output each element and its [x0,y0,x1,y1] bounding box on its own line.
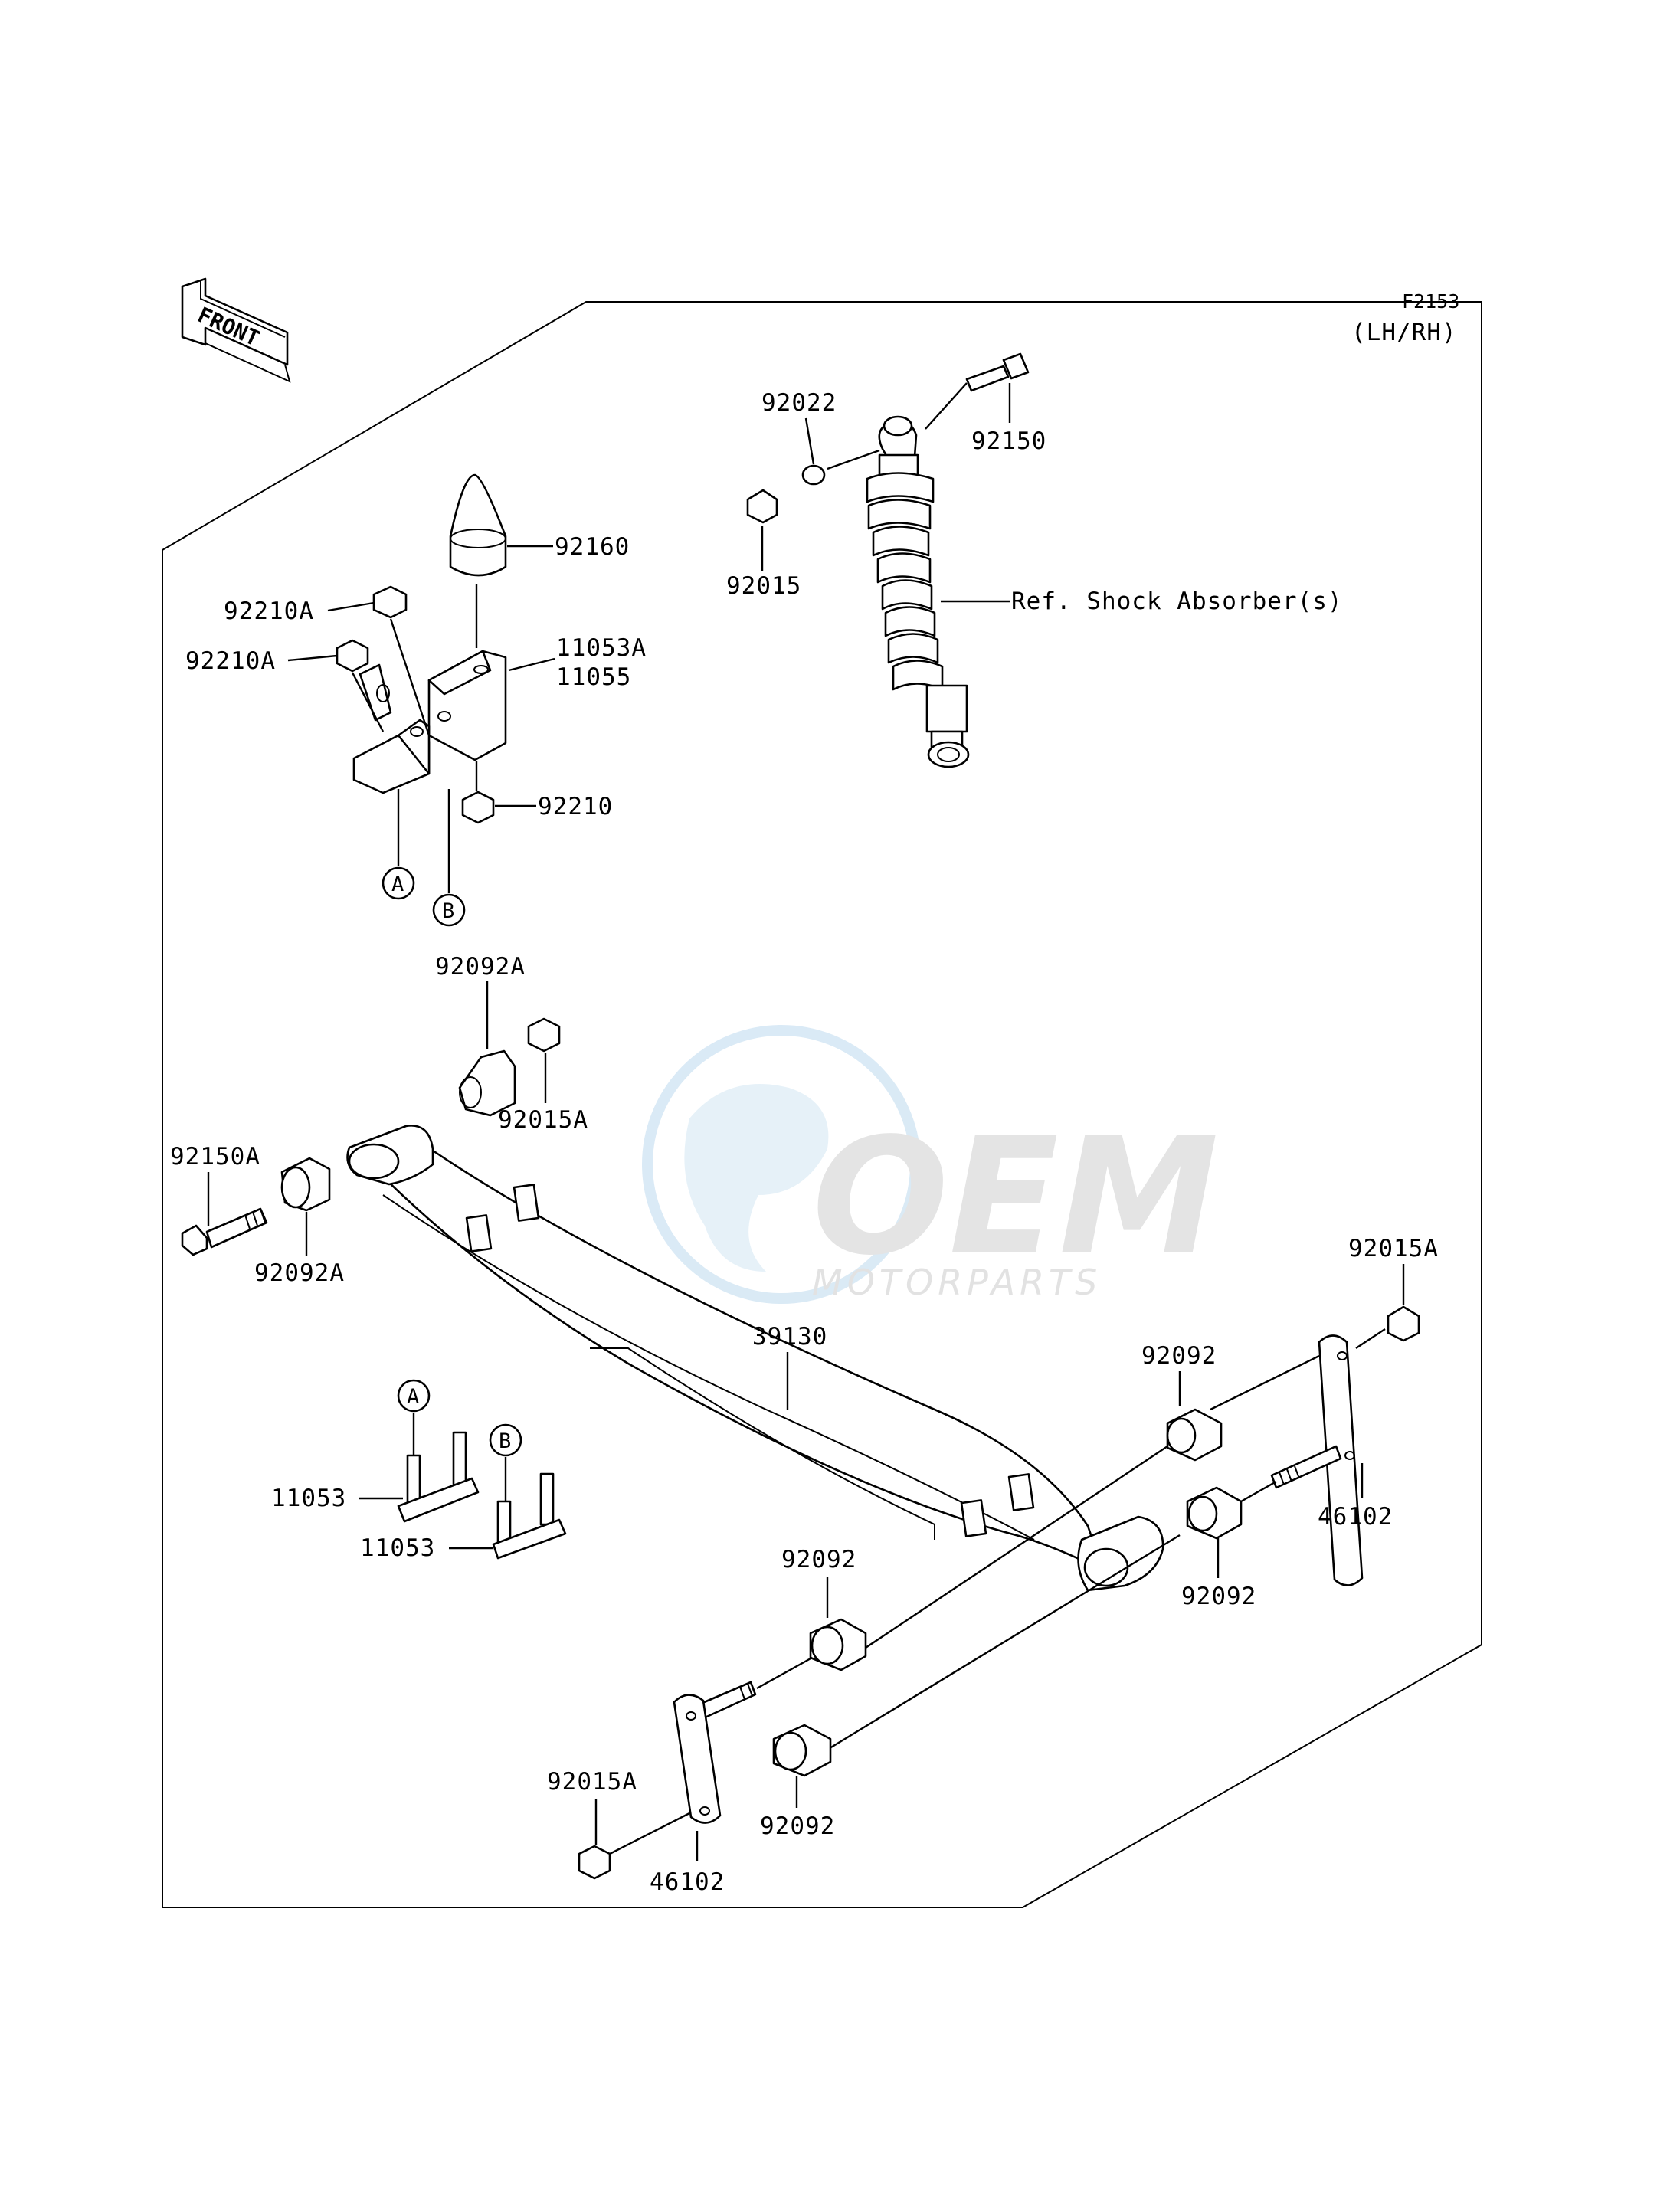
label-92015: 92015 [726,572,801,600]
bracket-assembly [352,650,507,794]
label-92160: 92160 [555,533,630,561]
bushing-92092-right-upper-icon [1166,1408,1223,1462]
label-92022: 92022 [761,389,837,417]
bump-stop-92160-icon [449,473,507,577]
callout-a-lower-label: A [407,1385,419,1409]
label-92015A-top: 92015A [498,1106,588,1134]
diagram-frame [162,301,1482,1908]
label-92210A-lower: 92210A [185,647,276,675]
ref-shock-absorber-note: Ref. Shock Absorber(s) [1011,588,1343,615]
label-39130: 39130 [752,1323,827,1351]
pin-right-icon [1270,1445,1342,1489]
callout-b-upper [432,893,466,927]
label-92092A-left: 92092A [254,1259,345,1287]
u-bolt-11053-b-icon [492,1472,567,1560]
label-92150: 92150 [971,427,1046,455]
label-92092A-top: 92092A [435,953,526,981]
label-92092-bottom: 92092 [760,1812,835,1840]
nut-92015A-top-icon [527,1017,561,1053]
bushing-92092-right-lower-icon [1186,1486,1243,1540]
nut-92210A-lower-icon [336,639,369,673]
label-92210A-upper: 92210A [224,598,314,625]
front-arrow-icon: FRONT [181,277,291,383]
leaf-spring-39130 [346,1125,1164,1592]
washer-92022-icon [801,464,826,486]
u-bolt-11053-a-icon [397,1431,480,1523]
nut-92015A-right-icon [1387,1305,1420,1342]
shackle-46102-bottom-icon [673,1694,722,1824]
nut-92210A-upper-icon [372,585,408,619]
bushing-92092A-top-icon [458,1049,516,1117]
callout-a-upper-label: A [391,873,404,896]
label-92015A-right: 92015A [1348,1235,1439,1262]
label-11053-a: 11053 [271,1485,346,1512]
watermark-logo: OEM MOTORPARTS [642,1025,1219,1304]
label-11055: 11055 [556,663,631,691]
bushing-92092-bottom-icon [772,1724,832,1777]
callout-b-lower-label: B [499,1429,511,1453]
nut-92015-icon [746,489,778,524]
label-92150A: 92150A [170,1143,260,1171]
callout-a-lower [397,1379,431,1413]
bolt-92150-icon [965,352,1030,392]
bushing-92092A-left-icon [280,1157,331,1212]
callout-b-lower [489,1423,522,1457]
callout-b-upper-label: B [442,899,454,923]
label-11053A: 11053A [556,634,647,662]
shackle-46102-right-icon [1318,1334,1364,1586]
side-note: (LH/RH) [1351,319,1457,346]
callout-a-upper [382,866,415,900]
bolt-92150A-icon [181,1207,268,1256]
nut-92015A-bottom-icon [578,1845,611,1880]
label-92015A-bottom: 92015A [547,1768,637,1796]
nut-92210-icon [461,791,495,824]
watermark-brand: OEM [812,1103,1219,1291]
shock-absorber [866,415,970,768]
bushing-92092-mid-icon [809,1618,867,1671]
label-92092-mid: 92092 [781,1546,856,1573]
label-11053-b: 11053 [360,1534,435,1562]
label-92092-right-upper: 92092 [1141,1342,1217,1370]
label-92210: 92210 [538,793,613,820]
label-46102-bottom: 46102 [650,1868,725,1896]
label-46102-right: 46102 [1318,1503,1393,1531]
watermark-sub: MOTORPARTS [812,1262,1102,1303]
label-92092-right-lower: 92092 [1181,1583,1256,1610]
